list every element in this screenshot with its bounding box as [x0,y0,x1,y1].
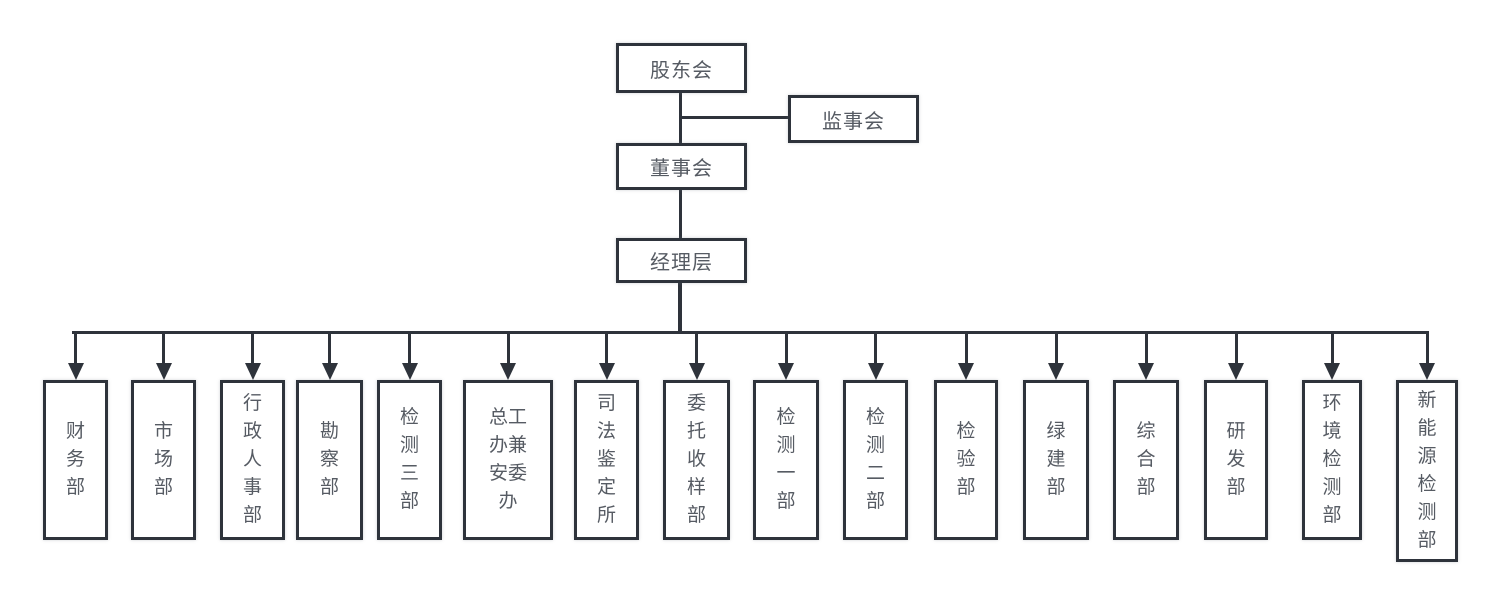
arrow-down-icon [1048,363,1064,380]
dept-box-8: 委托收样部 [663,380,730,540]
arrow-down-icon [958,363,974,380]
dept-label: 新能源检测部 [1417,390,1437,551]
connector-drop [1054,333,1058,365]
dept-label: 研发部 [1226,421,1246,498]
dept-box-4: 勘察部 [296,380,363,540]
connector-drop [74,333,77,365]
dept-box-1: 财务部 [43,380,108,540]
arrow-down-icon [67,363,84,380]
connector-directors-management [679,188,682,240]
connector-drop [784,333,788,365]
dept-label: 勘察部 [319,421,339,498]
dept-box-13: 综合部 [1113,380,1179,540]
supervisors-box: 监事会 [788,95,919,143]
dept-box-7: 司法鉴定所 [574,380,639,540]
connector-drop [408,333,411,365]
connector-supervisors-branch [679,116,789,119]
dept-label: 司法鉴定所 [596,393,616,526]
dept-label: 委托收样部 [686,393,706,526]
connector-drop [1234,333,1238,365]
connector-drop [1144,333,1148,365]
dept-label: 检验部 [956,421,976,498]
arrow-down-icon [778,363,794,380]
dept-box-10: 检测二部 [843,380,908,540]
arrow-down-icon [244,363,261,380]
arrow-down-icon [1138,363,1154,380]
dept-label: 检测一部 [776,407,796,512]
dept-box-12: 绿建部 [1023,380,1089,540]
management-box: 经理层 [616,238,747,283]
dept-box-11: 检验部 [934,380,998,540]
connector-drop [964,333,968,365]
connector-drop [162,333,165,365]
arrow-down-icon [1228,363,1244,380]
dept-label: 环境检测部 [1322,393,1342,526]
dept-label: 财务部 [65,421,85,498]
connector-drop [874,333,877,365]
arrow-down-icon [598,363,615,380]
dept-box-6: 总工办兼安委办 [463,380,553,540]
connector-drop [251,333,254,365]
dept-label: 综合部 [1136,421,1156,498]
connector-drop [605,333,608,365]
dept-box-2: 市场部 [131,380,196,540]
connector-department-bus [72,331,1429,334]
dept-box-5: 检测三部 [377,380,442,540]
dept-box-15: 环境检测部 [1302,380,1362,540]
arrow-down-icon [1324,363,1340,380]
connector-drop [1425,333,1429,365]
connector-drop [1330,333,1334,365]
shareholders-box: 股东会 [616,43,747,93]
connector-management-trunk [678,281,682,333]
dept-box-16: 新能源检测部 [1396,380,1458,562]
dept-label: 行政人事部 [242,393,262,526]
arrow-down-icon [500,363,516,380]
arrow-down-icon [321,363,338,380]
connector-drop [695,333,698,365]
dept-label: 绿建部 [1046,421,1066,498]
dept-box-9: 检测一部 [753,380,819,540]
connector-drop [506,333,510,365]
dept-box-14: 研发部 [1204,380,1268,540]
dept-label: 市场部 [153,421,173,498]
arrow-down-icon [1419,363,1435,380]
dept-label: 检测三部 [399,407,419,512]
arrow-down-icon [688,363,705,380]
directors-box: 董事会 [616,143,747,190]
arrow-down-icon [155,363,172,380]
connector-drop [328,333,331,365]
dept-box-3: 行政人事部 [220,380,285,540]
arrow-down-icon [401,363,418,380]
arrow-down-icon [867,363,884,380]
dept-label: 总工办兼安委办 [488,407,527,512]
dept-label: 检测二部 [865,407,885,512]
